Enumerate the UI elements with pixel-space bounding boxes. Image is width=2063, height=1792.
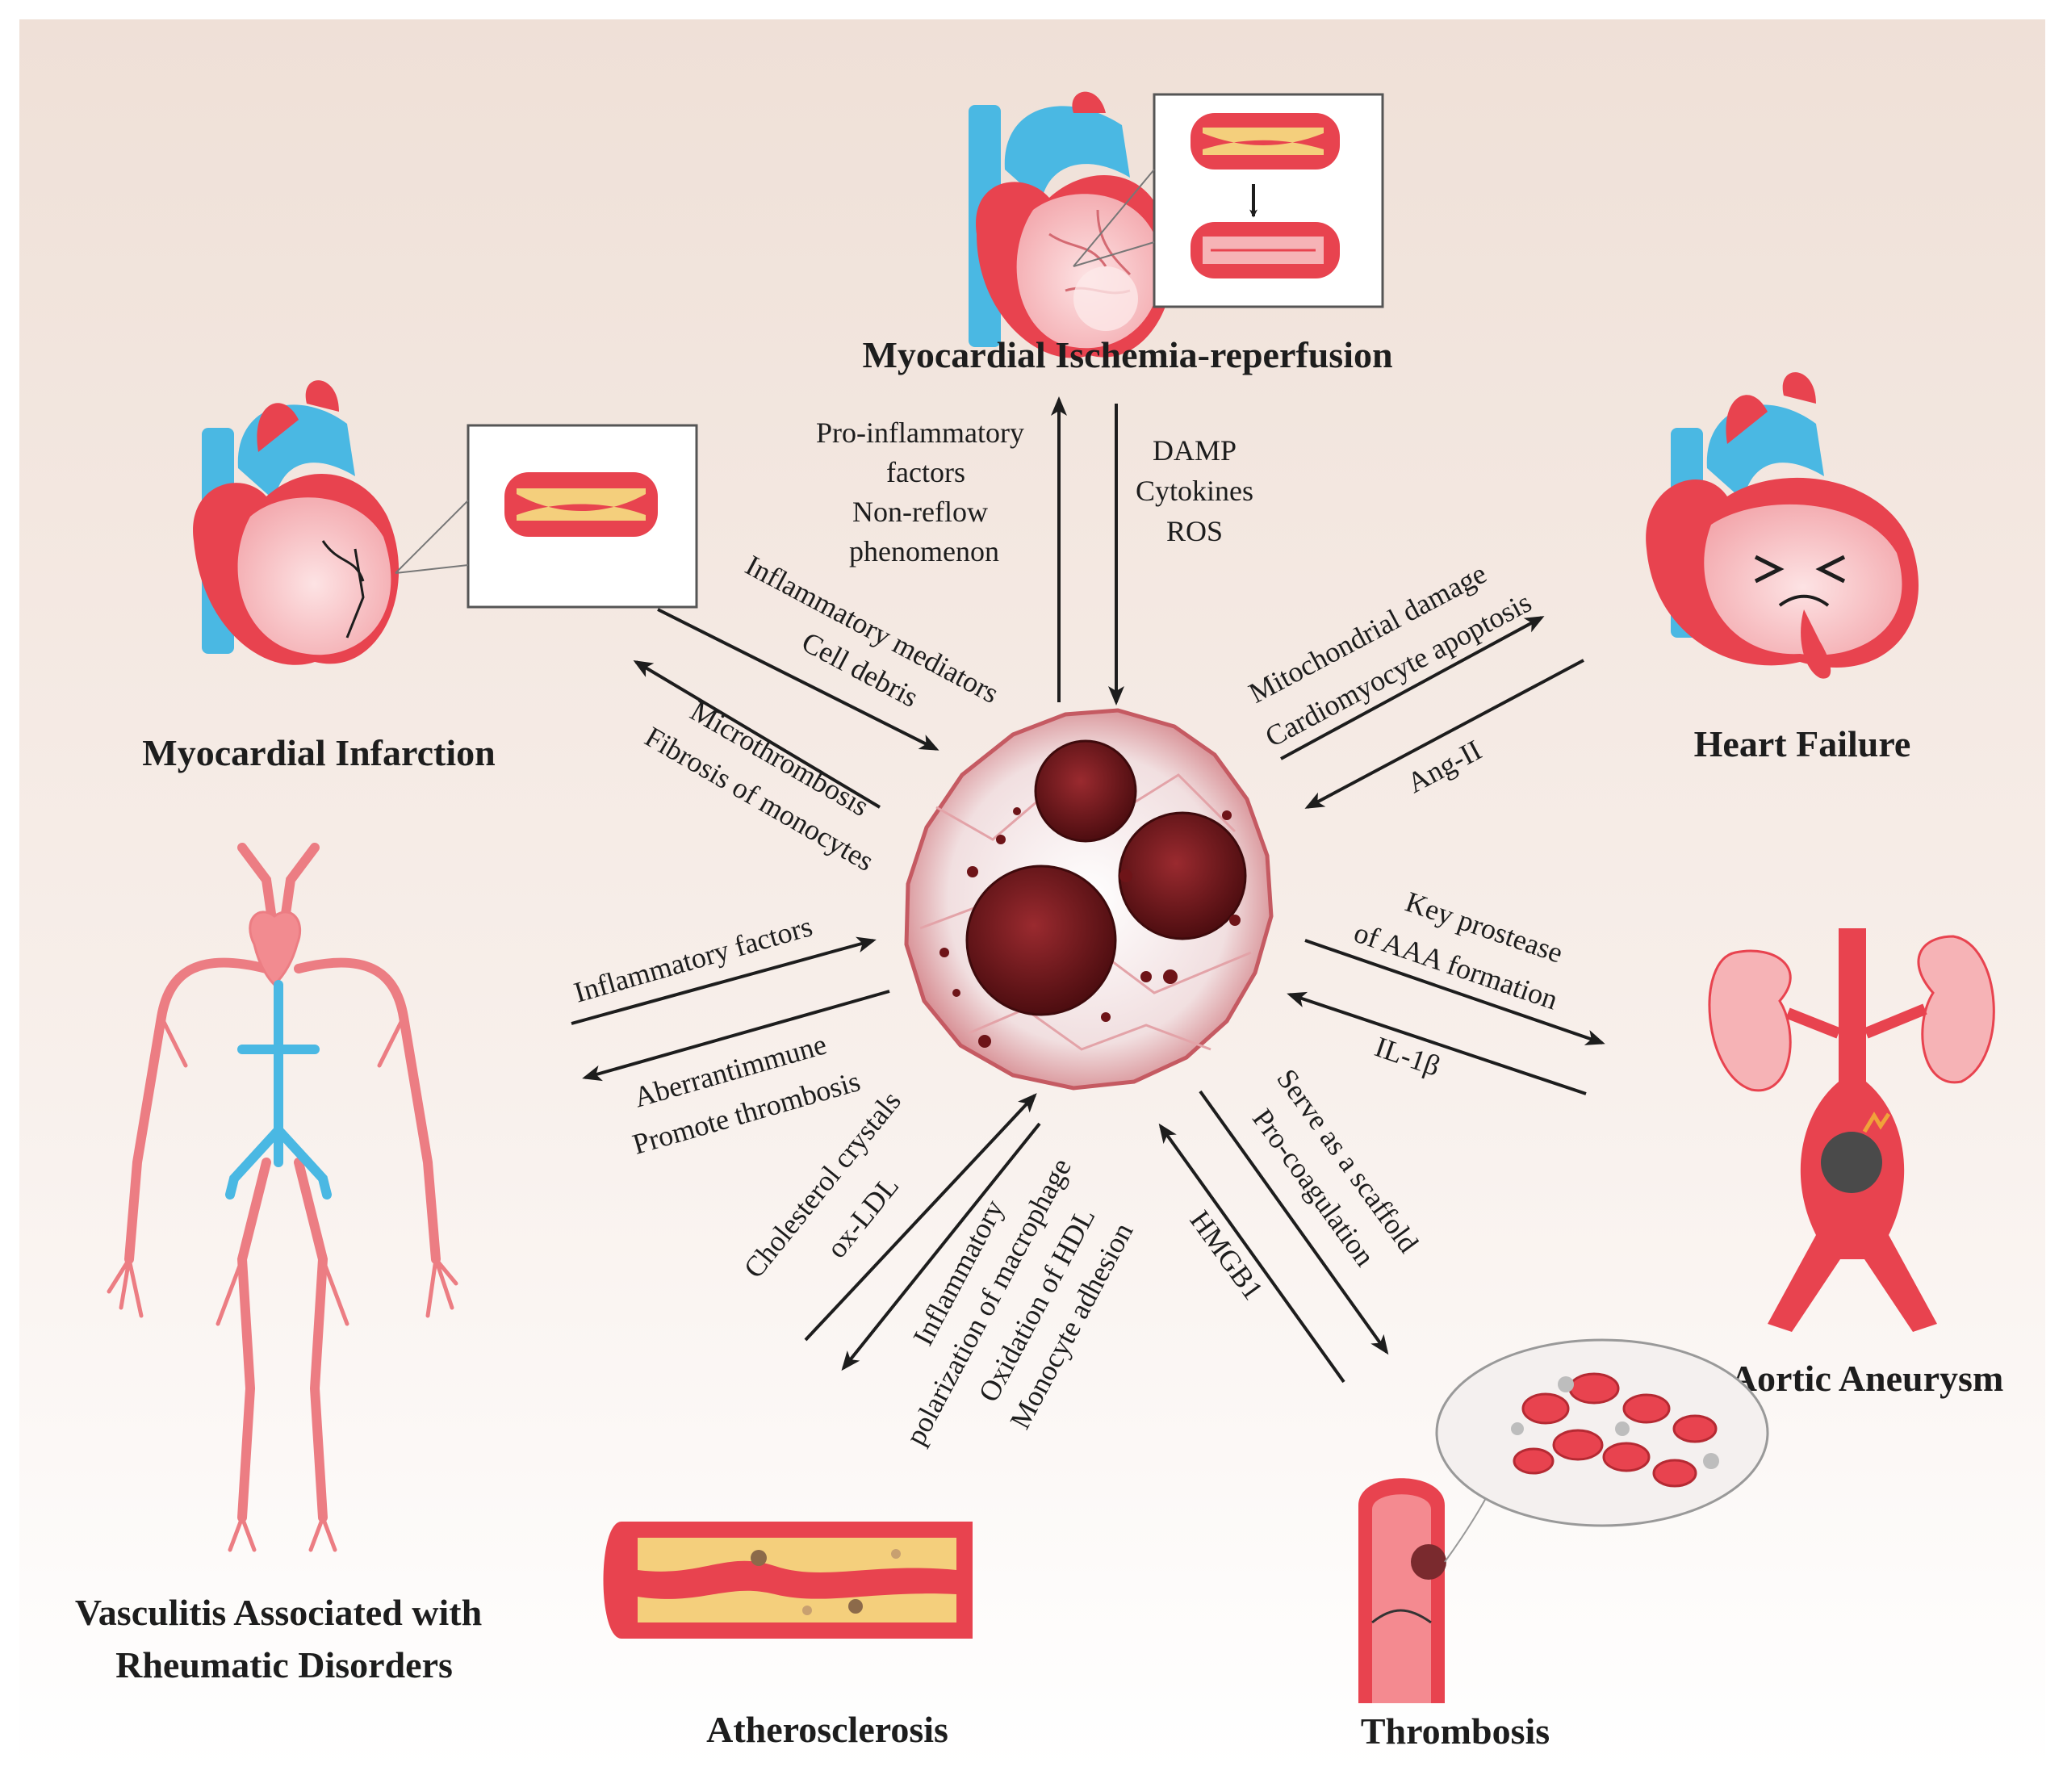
title-vasculitis-line1: Vasculitis Associated with (75, 1592, 482, 1633)
title-thrombosis: Thrombosis (1361, 1710, 1550, 1752)
arrow-from-thrombosis (1158, 1123, 1345, 1384)
nucleus-lobe-top (1034, 739, 1137, 843)
title-atherosclerosis: Atherosclerosis (706, 1709, 948, 1750)
mir-inset-box (1073, 93, 1384, 308)
label-mir-out-2: factors (886, 456, 965, 488)
label-mir-in-3: ROS (1166, 515, 1223, 547)
neutrophil-cell (904, 708, 1274, 1091)
arrow-to-atherosclerosis-cell (804, 1093, 1037, 1342)
label-mir-out-1: Pro-inflammatory (816, 417, 1024, 449)
arrow-from-hf (1304, 659, 1584, 809)
nucleus-lobe-right (1118, 811, 1247, 940)
vasculitis-body-illustration (107, 843, 458, 1552)
arrow-to-aa (1304, 939, 1605, 1045)
label-mir-out-3: Non-reflow (852, 496, 988, 528)
aortic-aneurysm-illustration (1708, 928, 1995, 1332)
label-mir-in-2: Cytokines (1136, 475, 1253, 507)
label-mir-in-1: DAMP (1153, 434, 1237, 467)
arrow-to-thrombosis (1199, 1090, 1389, 1355)
arrow-from-mi (657, 608, 939, 751)
arrow-to-hf (1280, 616, 1545, 760)
atherosclerosis-illustration (603, 1522, 973, 1639)
arrow-to-vasculitis-cell (571, 936, 877, 1025)
heart-failure-illustration (1646, 372, 1919, 679)
heart-mi-illustration (193, 380, 400, 665)
arrow-from-aa (1287, 991, 1587, 1095)
title-vasculitis-line2: Rheumatic Disorders (115, 1644, 453, 1685)
label-mir-out-4: phenomenon (849, 535, 999, 567)
title-aortic-aneurysm: Aortic Aneurysm (1730, 1358, 2004, 1399)
arrow-to-mi (633, 659, 881, 809)
arrow-from-cell-to-atherosclerosis (841, 1122, 1041, 1371)
title-myocardial-infarction: Myocardial Infarction (142, 732, 495, 773)
thrombosis-illustration (1358, 1338, 1769, 1703)
mi-inset-box (395, 424, 698, 609)
nucleus-lobe-left (965, 865, 1117, 1016)
arrow-from-cell-to-vasculitis (582, 990, 890, 1082)
title-myocardial-ischemia-reperfusion: Myocardial Ischemia-reperfusion (862, 334, 1392, 375)
title-heart-failure: Heart Failure (1694, 723, 1911, 764)
